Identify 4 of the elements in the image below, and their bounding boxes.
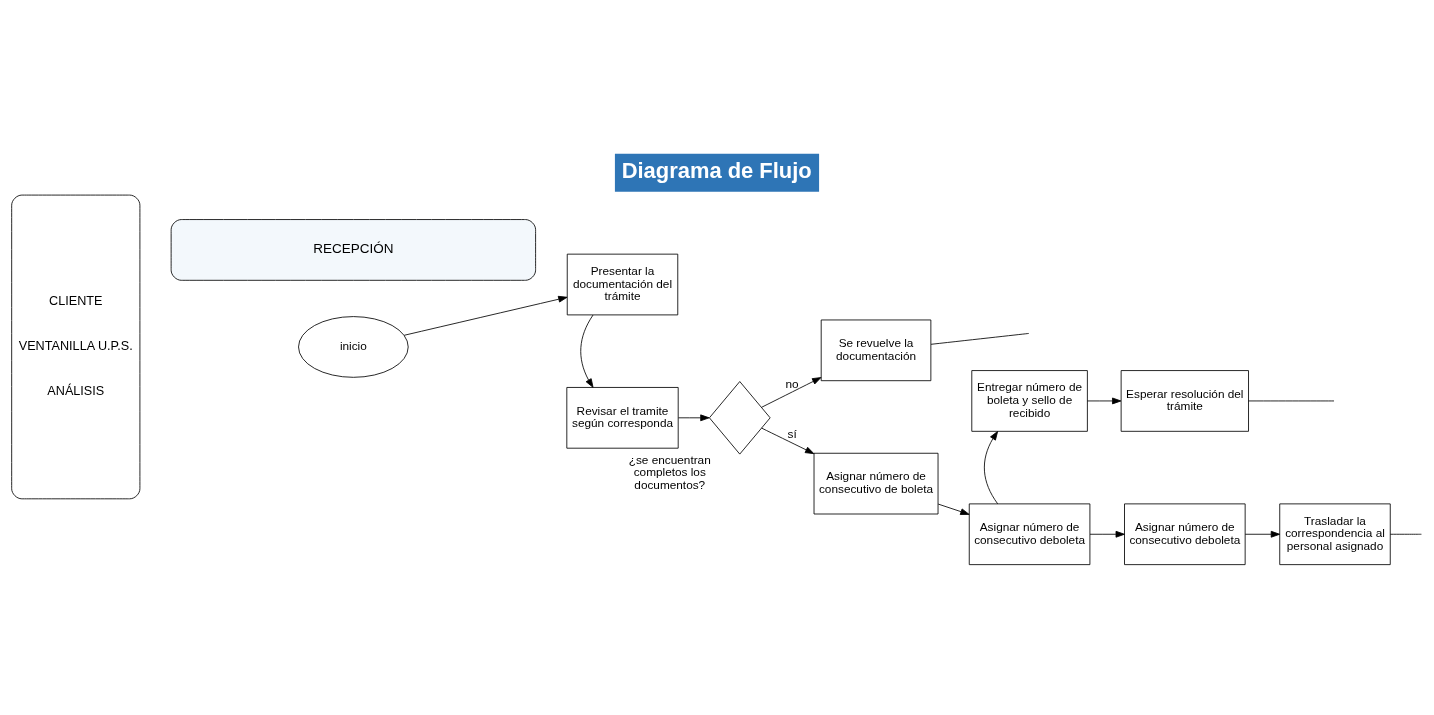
- diagram-title: Diagrama de Flujo: [621, 157, 812, 183]
- edge-label: no: [785, 376, 799, 391]
- node-label: ¿se encuentran completos los documentos?: [628, 452, 711, 492]
- edge-label: sí: [787, 427, 797, 442]
